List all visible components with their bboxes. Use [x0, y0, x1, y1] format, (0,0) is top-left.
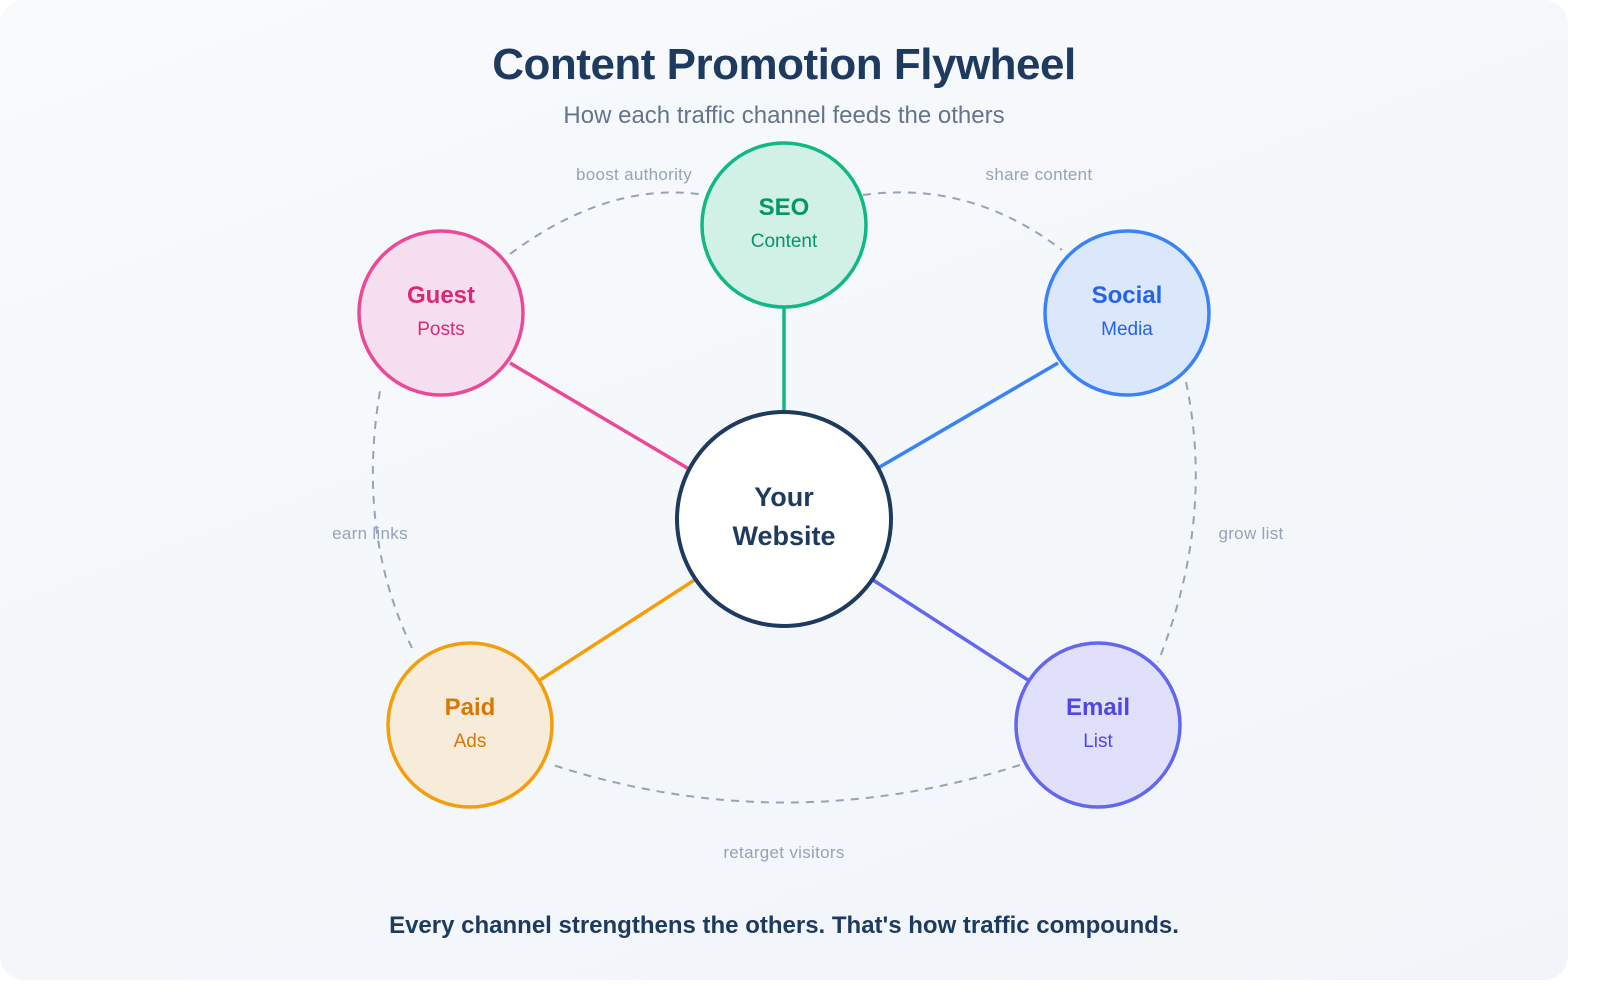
flywheel-arcs — [371, 191, 1197, 804]
node-social-subtitle: Media — [1101, 319, 1153, 340]
node-guest-title: Guest — [407, 282, 475, 309]
node-seo-title: SEO — [759, 194, 810, 221]
node-paid-subtitle: Ads — [454, 731, 487, 752]
node-guest-subtitle: Posts — [417, 319, 465, 340]
edge-label-seo-social: share content — [986, 165, 1093, 184]
node-guest: Guest Posts — [357, 229, 525, 397]
node-email-subtitle: List — [1083, 731, 1113, 752]
edge-label-guest-seo: boost authority — [576, 165, 692, 184]
arc-guest-seo — [509, 191, 706, 255]
spokes — [509, 307, 1059, 682]
node-seo-subtitle: Content — [751, 231, 818, 252]
page-subtitle: How each traffic channel feeds the other… — [563, 102, 1005, 129]
hub-your-website: Your Website — [675, 410, 893, 628]
node-paid: Paid Ads — [386, 641, 554, 809]
arc-social-email — [1157, 381, 1197, 663]
spoke-email — [872, 578, 1029, 682]
page-title: Content Promotion Flywheel — [492, 40, 1076, 89]
arc-seo-social — [862, 191, 1063, 251]
node-email: Email List — [1014, 641, 1182, 809]
node-social: Social Media — [1043, 229, 1211, 397]
flywheel-diagram: boost authority share content grow list … — [332, 141, 1283, 862]
node-paid-title: Paid — [445, 694, 496, 721]
arc-email-paid — [552, 764, 1021, 804]
node-seo: SEO Content — [700, 141, 868, 309]
arc-paid-guest — [371, 384, 413, 649]
node-email-title: Email — [1066, 694, 1130, 721]
spoke-social — [877, 361, 1059, 470]
diagram-card: Content Promotion Flywheel How each traf… — [0, 0, 1568, 980]
spoke-paid — [539, 577, 697, 682]
edge-label-social-email: grow list — [1218, 524, 1283, 543]
spoke-guest — [509, 361, 690, 471]
footer-tagline: Every channel strengthens the others. Th… — [389, 912, 1179, 939]
hub-line2: Website — [732, 521, 835, 551]
hub-line1: Your — [754, 482, 814, 512]
edge-label-email-paid: retarget visitors — [723, 843, 844, 862]
edge-label-paid-guest: earn links — [332, 524, 408, 543]
node-social-title: Social — [1092, 282, 1163, 309]
